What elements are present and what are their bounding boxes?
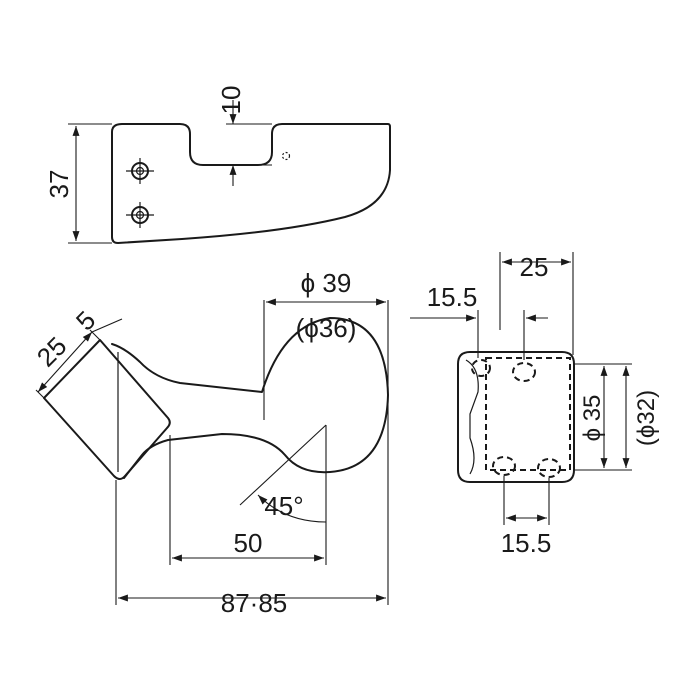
screw-mark	[281, 151, 291, 161]
plate-hole-2	[512, 362, 536, 382]
plate-diameter-alt-label: (ϕ32)	[633, 390, 660, 446]
top-view-height-label: 37	[44, 170, 74, 199]
plate-hole-3	[492, 456, 516, 476]
top-view: 37 10	[44, 86, 391, 244]
hole-offset-bottom-label: 15.5	[501, 528, 552, 558]
plate-outline	[457, 351, 575, 483]
plate-hole-1	[471, 359, 491, 377]
hole-offset-top-label: 15.5	[427, 282, 478, 312]
base-width-label: 25	[31, 331, 73, 373]
sphere-diameter-label: ϕ 39	[301, 268, 352, 298]
plate-diameter-label: ϕ 35	[579, 395, 606, 442]
angle-label: 45°	[264, 491, 303, 521]
side-view: 25 5 ϕ 39 (ϕ36) 45° 50 87·85	[31, 268, 389, 618]
mounting-hole-upper	[126, 158, 154, 184]
sphere-diameter-alt-label: (ϕ36)	[296, 313, 357, 343]
mounting-hole-lower	[126, 202, 154, 228]
hidden-square	[485, 357, 571, 471]
total-length-label: 87·85	[221, 588, 288, 618]
base-edge-label: 5	[70, 305, 101, 336]
top-view-outline	[111, 123, 391, 244]
plate-width-label: 25	[520, 252, 549, 282]
plate-view: 25 15.5 15.5 ϕ 35 (ϕ32)	[410, 252, 660, 558]
slot-depth-label: 10	[216, 86, 246, 115]
plate-hole-4	[537, 458, 561, 478]
reach-label: 50	[234, 528, 263, 558]
